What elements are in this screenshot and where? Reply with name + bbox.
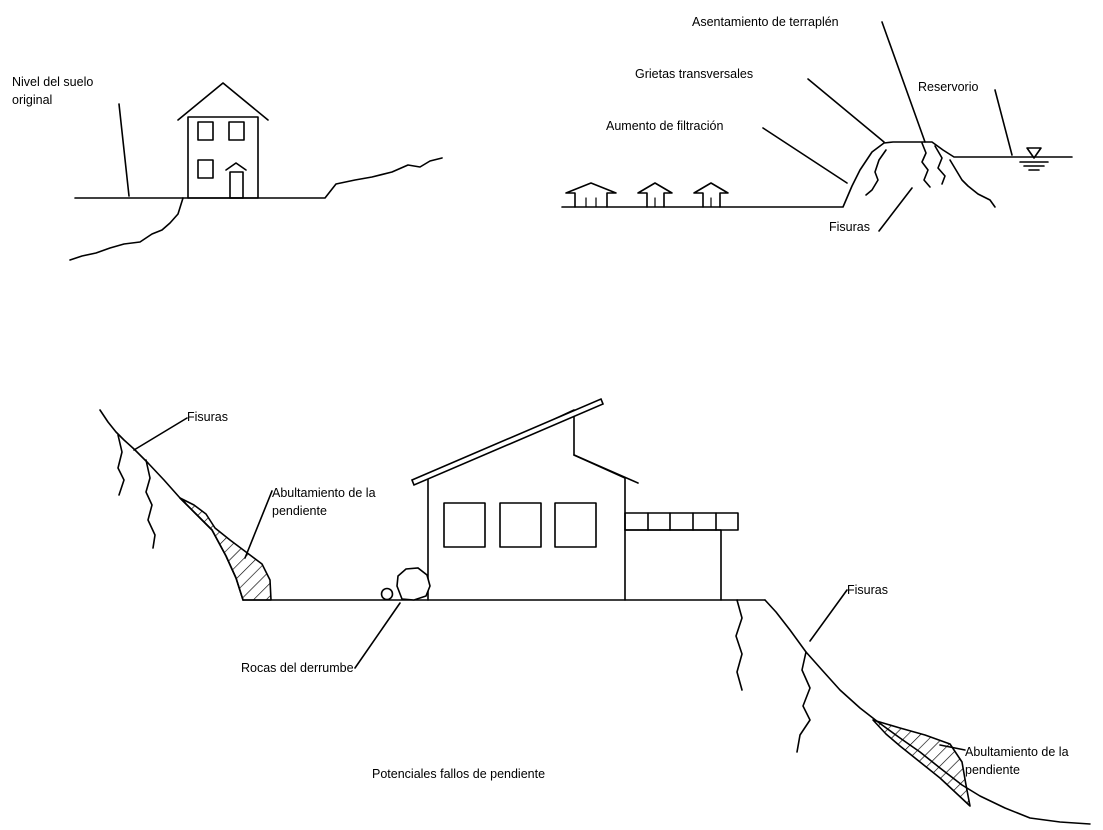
rocks-icon (380, 567, 431, 601)
small-houses (565, 182, 729, 208)
leader-fisuras-left (133, 417, 188, 451)
right-bulge-hatch (872, 719, 971, 807)
right-slope (764, 599, 1091, 825)
left-slope (99, 409, 244, 601)
leader-abultamiento-right (939, 744, 966, 751)
label-fisuras-left: Fisuras (187, 410, 228, 424)
caption: Potenciales fallos de pendiente (372, 767, 545, 781)
dam-cracks (865, 142, 996, 208)
label-fisuras-right: Fisuras (847, 583, 888, 597)
leader-grietas (807, 78, 885, 143)
label-rocas: Rocas del derrumbe (241, 661, 354, 675)
label-aumento: Aumento de filtración (606, 119, 723, 133)
ground-line (74, 157, 443, 199)
house-icon (177, 82, 269, 199)
labels: Nivel del suelo original Asentamiento de… (12, 15, 1069, 781)
left-bulge-hatch (179, 497, 272, 601)
right-slope-cracks (735, 599, 743, 691)
label-fisuras-dam: Fisuras (829, 220, 870, 234)
label-reservorio: Reservorio (918, 80, 978, 94)
label-nivel-suelo-2: original (12, 93, 52, 107)
leader-reservorio (994, 89, 1013, 156)
leader-abultamiento-left (244, 490, 273, 559)
panel-original-ground (69, 82, 443, 261)
label-asentamiento: Asentamiento de terraplén (692, 15, 839, 29)
label-abultamiento-right-2: pendiente (965, 763, 1020, 777)
label-nivel-suelo-1: Nivel del suelo (12, 75, 93, 89)
dam-profile (561, 141, 1073, 208)
label-abultamiento-left-2: pendiente (272, 504, 327, 518)
water-level-icon (1019, 147, 1049, 171)
label-abultamiento-left-1: Abultamiento de la (272, 486, 376, 500)
leader-fisuras-right (809, 589, 848, 642)
left-slope-cracks (117, 434, 125, 496)
label-grietas: Grietas transversales (635, 67, 753, 81)
panel-slope-failure (99, 397, 1091, 825)
leader-rocas (354, 602, 401, 669)
leader-fisuras-dam (878, 187, 913, 232)
leader-aumento (762, 127, 848, 184)
panel-embankment (561, 21, 1073, 232)
ground-crack (69, 197, 184, 261)
hillside-house-icon (410, 397, 739, 601)
leader-asentamiento (881, 21, 926, 143)
leader-nivel-suelo (118, 103, 130, 197)
label-abultamiento-right-1: Abultamiento de la (965, 745, 1069, 759)
